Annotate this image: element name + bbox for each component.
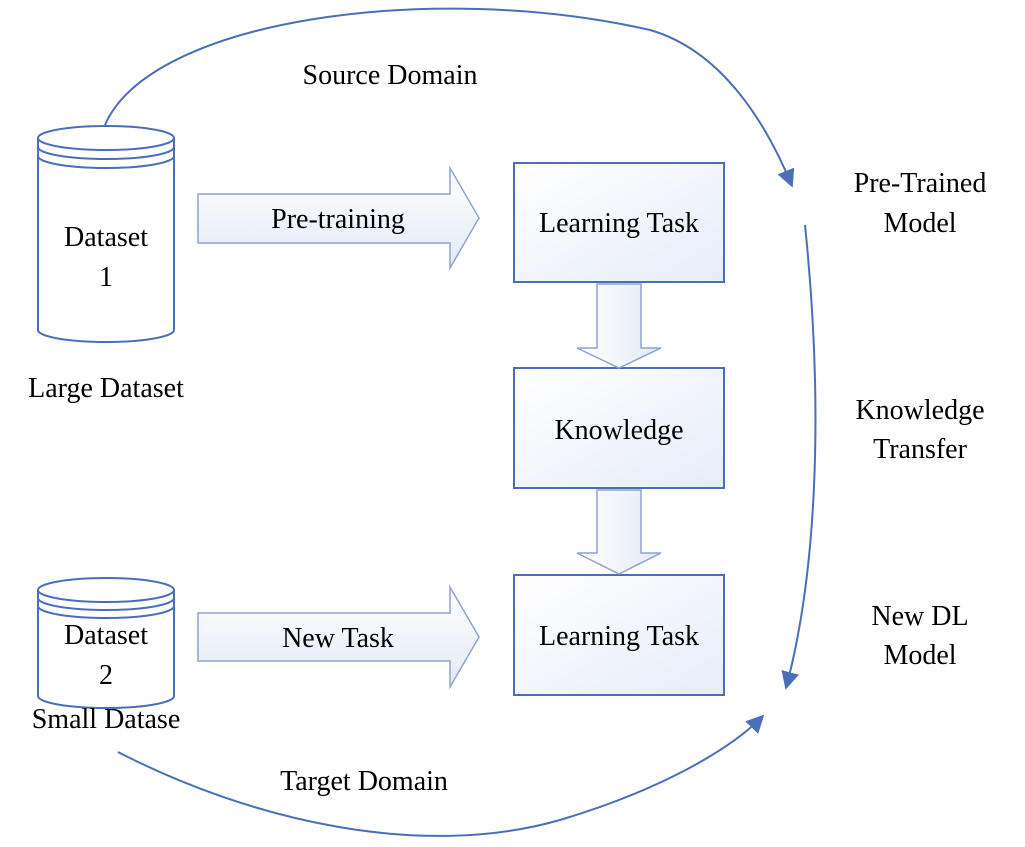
pretraining-label: Pre-training bbox=[271, 204, 405, 235]
knowledge-transfer-label-line2: Transfer bbox=[873, 434, 968, 465]
small-dataset-label: Small Datase bbox=[32, 704, 181, 735]
large-dataset-label: Large Dataset bbox=[28, 373, 184, 404]
dataset-2-name: Dataset bbox=[64, 620, 148, 651]
new-task-label: New Task bbox=[282, 623, 394, 654]
new-dl-model-label-line1: New DL bbox=[871, 601, 968, 632]
down-arrow-task-to-knowledge bbox=[576, 283, 662, 369]
dataset-1-cylinder: Dataset 1 bbox=[37, 125, 175, 343]
knowledge-label: Knowledge bbox=[554, 415, 683, 446]
down-arrow-knowledge-to-task bbox=[576, 489, 662, 575]
learning-task-bottom-label: Learning Task bbox=[539, 621, 699, 652]
dataset-2-cylinder: Dataset 2 bbox=[37, 577, 175, 709]
dataset-1-name: Dataset bbox=[64, 222, 148, 253]
learning-task-bottom-box: Learning Task bbox=[513, 574, 725, 696]
new-dl-model-label-line2: Model bbox=[883, 640, 956, 671]
learning-task-top-box: Learning Task bbox=[513, 162, 725, 283]
dataset-2-number: 2 bbox=[99, 660, 113, 691]
learning-task-top-label: Learning Task bbox=[539, 208, 699, 239]
pretrained-model-label-line2: Model bbox=[883, 208, 956, 239]
new-task-arrow: New Task bbox=[197, 584, 480, 690]
knowledge-transfer-curve bbox=[781, 224, 817, 690]
pretraining-arrow: Pre-training bbox=[197, 165, 480, 271]
source-domain-label: Source Domain bbox=[303, 60, 478, 91]
source-domain-curve bbox=[104, 7, 795, 188]
dataset-1-number: 1 bbox=[99, 262, 113, 293]
target-domain-curve bbox=[117, 714, 765, 837]
knowledge-transfer-label-line1: Knowledge bbox=[855, 395, 984, 426]
knowledge-box: Knowledge bbox=[513, 367, 725, 489]
target-domain-label: Target Domain bbox=[280, 766, 448, 797]
pretrained-model-label-line1: Pre-Trained bbox=[854, 168, 987, 199]
